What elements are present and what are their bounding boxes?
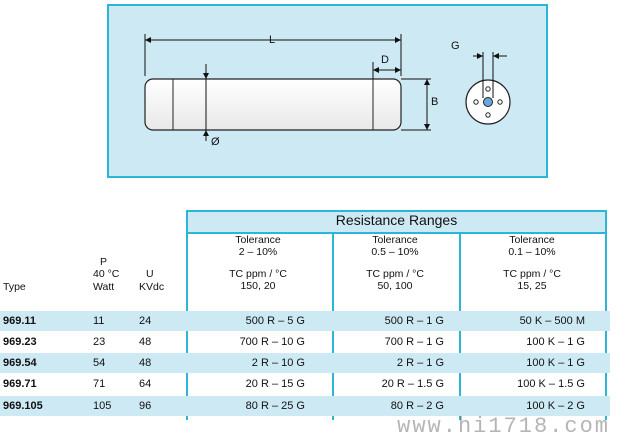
range-1-cell: 2 R – 10 G [251, 357, 305, 369]
table-row: 969.11 11 24 500 R – 5 G 500 R – 1 G 50 … [0, 311, 610, 331]
resistor-dimension-drawing: L D B Ø G [107, 4, 548, 178]
label-G: G [451, 40, 460, 52]
kvdc-cell: 24 [139, 315, 152, 327]
group-header-3: Tolerance 0.1 – 10% TC ppm / °C 15, 25 [461, 234, 603, 292]
kvdc-cell: 64 [139, 378, 152, 390]
watt-cell: 54 [93, 357, 106, 369]
tc-value: 150, 20 [240, 280, 276, 292]
watt-cell: 71 [93, 378, 106, 390]
range-2-cell: 2 R – 1 G [396, 357, 444, 369]
range-2-cell: 80 R – 2 G [390, 400, 444, 412]
resistor-outline-svg [144, 34, 511, 141]
resistance-ranges-header-band [186, 210, 607, 234]
kvdc-cell: 96 [139, 400, 152, 412]
range-3-cell: 100 K – 1 G [526, 357, 585, 369]
table-row: 969.71 71 64 20 R – 15 G 20 R – 1.5 G 10… [0, 374, 610, 394]
table-row: 969.23 23 48 700 R – 10 G 700 R – 1 G 10… [0, 332, 610, 352]
range-3-cell: 50 K – 500 M [519, 315, 585, 327]
tc-label: TC ppm / °C [229, 268, 287, 280]
range-1-cell: 20 R – 15 G [245, 378, 305, 390]
col-header-voltage-symbol: U [146, 268, 154, 280]
range-3-cell: 100 K – 1.5 G [517, 378, 585, 390]
range-3-cell: 100 K – 2 G [526, 400, 585, 412]
col-header-power-unit: Watt [93, 281, 115, 293]
tolerance-value: 0.1 – 10% [508, 246, 556, 258]
col-header-voltage-unit: KVdc [139, 281, 165, 293]
type-cell: 969.23 [3, 336, 37, 348]
watt-cell: 23 [93, 336, 106, 348]
watt-cell: 105 [93, 400, 112, 412]
type-cell: 969.54 [3, 357, 37, 369]
group-header-1: Tolerance 2 – 10% TC ppm / °C 150, 20 [188, 234, 328, 292]
kvdc-cell: 48 [139, 336, 152, 348]
type-cell: 969.71 [3, 378, 37, 390]
col-header-power-symbol: P [100, 256, 108, 268]
tc-value: 50, 100 [377, 280, 413, 292]
tc-value: 15, 25 [517, 280, 547, 292]
tolerance-value: 2 – 10% [238, 246, 278, 258]
range-1-cell: 80 R – 25 G [245, 400, 305, 412]
range-3-cell: 100 K – 1 G [526, 336, 585, 348]
tolerance-value: 0.5 – 10% [371, 246, 419, 258]
tolerance-label: Tolerance [509, 234, 555, 246]
tolerance-label: Tolerance [235, 234, 281, 246]
watt-cell: 11 [93, 315, 105, 327]
range-2-cell: 500 R – 1 G [384, 315, 444, 327]
range-1-cell: 500 R – 5 G [245, 315, 305, 327]
type-cell: 969.11 [3, 315, 37, 327]
range-2-cell: 700 R – 1 G [384, 336, 444, 348]
kvdc-cell: 48 [139, 357, 152, 369]
group-header-2: Tolerance 0.5 – 10% TC ppm / °C 50, 100 [334, 234, 456, 292]
watermark: www.hi1718.com [397, 414, 610, 439]
resistance-ranges-title: Resistance Ranges [335, 212, 458, 228]
col-header-power-temp: 40 °C [93, 268, 120, 280]
label-L: L [269, 34, 276, 46]
range-1-cell: 700 R – 10 G [239, 336, 305, 348]
label-B: B [431, 96, 439, 108]
label-diameter: Ø [211, 136, 220, 148]
type-cell: 969.105 [3, 400, 43, 412]
col-header-type: Type [3, 281, 26, 293]
table-row: 969.54 54 48 2 R – 10 G 2 R – 1 G 100 K … [0, 353, 610, 373]
range-2-cell: 20 R – 1.5 G [381, 378, 444, 390]
tc-label: TC ppm / °C [366, 268, 424, 280]
table-row: 969.105 105 96 80 R – 25 G 80 R – 2 G 10… [0, 396, 610, 416]
tc-label: TC ppm / °C [503, 268, 561, 280]
tolerance-label: Tolerance [372, 234, 418, 246]
label-D: D [381, 54, 389, 66]
